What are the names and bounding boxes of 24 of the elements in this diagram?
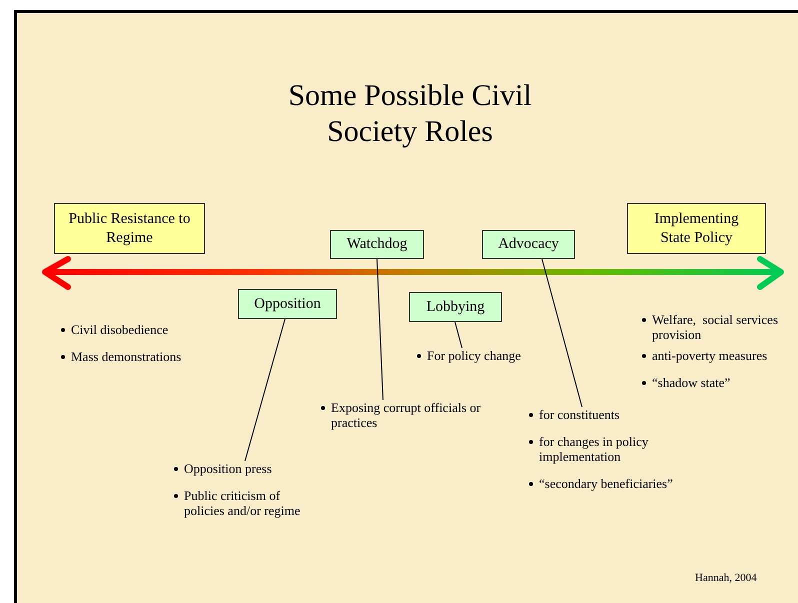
bullet-text: “shadow state” [652, 375, 730, 390]
bullet-text: for constituents [539, 407, 620, 422]
category-box: Public Resistance to Regime [54, 203, 205, 254]
role-box: Opposition [238, 289, 337, 319]
bullet-text: Public criticism of policies and/or regime [184, 488, 300, 518]
role-box: Lobbying [409, 292, 502, 322]
bullet-text: Mass demonstrations [71, 349, 182, 364]
credit-text: Hannah, 2004 [695, 572, 758, 584]
slide-title: Some Possible Civil Society Roles [287, 78, 533, 150]
bullet-text: anti-poverty measures [652, 348, 768, 363]
leader-line [244, 318, 286, 462]
role-box: Advocacy [482, 230, 575, 259]
leader-line [542, 258, 582, 408]
role-box: Watchdog [330, 230, 424, 259]
leader-line [454, 322, 462, 348]
bullet-text: For policy change [427, 348, 521, 363]
bullet-text: Welfare, social services provision [652, 312, 780, 342]
bullet-text: Opposition press [184, 461, 272, 476]
category-box: Implementing State Policy [627, 203, 766, 254]
leader-line [376, 258, 384, 400]
bullet-text: for changes in policy implementation [539, 434, 650, 464]
bullet-text: “secondary beneficiaries” [539, 476, 673, 491]
bullet-text: Exposing corrupt officials or practices [331, 400, 482, 430]
bullet-text: Civil disobedience [71, 322, 168, 337]
